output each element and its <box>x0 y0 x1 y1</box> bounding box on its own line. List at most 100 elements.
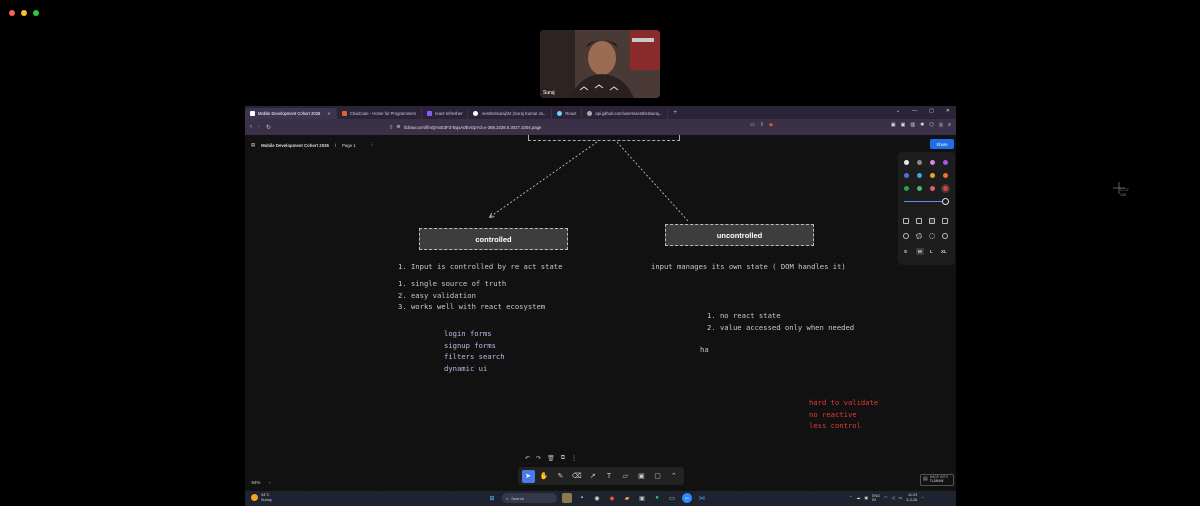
more-actions-icon[interactable]: ⋮ <box>570 456 577 462</box>
menu-icon[interactable]: ≡ <box>948 122 951 128</box>
chevron-right-icon[interactable]: › <box>269 479 271 485</box>
dash-solid-icon[interactable] <box>942 233 948 239</box>
app-tray-icon[interactable]: ▣ <box>864 495 869 500</box>
uncontrolled-points-note[interactable]: 1. no react state 2. value accessed only… <box>707 310 854 333</box>
dash-draw-icon[interactable] <box>903 233 909 239</box>
text-tool-icon[interactable]: T <box>606 472 612 480</box>
tab-github-profile[interactable]: Aesthetisuraj/24 (Suraj Kumar Ja... <box>468 108 553 119</box>
zoom-dot[interactable] <box>33 10 39 16</box>
fill-solid-icon[interactable] <box>929 218 935 224</box>
color-swatch[interactable] <box>917 160 922 165</box>
draw-tool-icon[interactable]: ✎ <box>557 473 564 480</box>
controlled-heading-note[interactable]: 1. Input is controlled by re act state <box>398 262 563 271</box>
tab-react-refresher[interactable]: react-refresher <box>422 108 469 119</box>
color-swatch[interactable] <box>943 173 948 178</box>
hand-tool-icon[interactable]: ✋ <box>539 473 549 480</box>
volume-icon[interactable]: ◁ <box>891 495 895 500</box>
zoom-control[interactable]: 94% › <box>247 477 275 487</box>
vpn-icon[interactable]: ◎ <box>938 122 944 128</box>
minimize-dot[interactable] <box>21 10 27 16</box>
dash-dashed-icon[interactable] <box>916 233 922 239</box>
fill-pattern-icon[interactable] <box>942 218 948 224</box>
windows-start-icon[interactable]: ⊞ <box>489 495 495 502</box>
color-swatch[interactable] <box>930 173 935 178</box>
fill-none-icon[interactable] <box>903 218 909 224</box>
tab-chaicode[interactable]: ChaiCode - Home for Programmers <box>337 108 422 119</box>
file-explorer-icon[interactable]: ▰ <box>624 495 630 502</box>
size-l-button[interactable]: L <box>930 249 933 254</box>
chrome-icon[interactable]: ◉ <box>594 495 600 502</box>
undo-icon[interactable]: ↶ <box>525 456 531 462</box>
color-swatch[interactable] <box>930 160 935 165</box>
extension-icon[interactable]: ▣ <box>890 122 896 128</box>
menu-icon[interactable]: ▤ <box>251 142 256 147</box>
arrow-tool-icon[interactable]: ↗ <box>589 473 596 480</box>
color-swatch[interactable] <box>904 173 909 178</box>
size-m-button[interactable]: M <box>916 248 924 255</box>
notification-bell-icon[interactable]: ◔ <box>921 495 924 500</box>
opacity-slider-knob[interactable] <box>942 198 949 205</box>
more-icon[interactable]: ⋮ <box>369 142 374 147</box>
weather-widget[interactable]: 34°C Sunny <box>251 493 272 502</box>
redo-icon[interactable]: ↷ <box>536 456 542 462</box>
dash-dotted-icon[interactable] <box>929 233 935 239</box>
controlled-points-note[interactable]: 1. single source of truth 2. easy valida… <box>398 278 545 313</box>
color-swatch[interactable] <box>917 173 922 178</box>
reload-icon[interactable]: ↻ <box>266 124 272 131</box>
color-swatch[interactable] <box>917 186 922 191</box>
rectangle-tool-icon[interactable]: ▢ <box>654 473 661 480</box>
tldraw-canvas[interactable]: ▤ Mobile Development Cohort 2026 / Page … <box>245 135 956 491</box>
page-name[interactable]: Page 1 <box>342 142 356 148</box>
eraser-tool-icon[interactable]: ⌫ <box>571 473 582 480</box>
delete-icon[interactable]: 🗑 <box>547 456 555 462</box>
fill-semi-icon[interactable] <box>916 218 922 224</box>
task-view-icon[interactable]: ▪ <box>580 495 584 501</box>
new-tab-button[interactable]: + <box>673 109 677 116</box>
bookmark-icon[interactable]: ▯ <box>390 124 393 129</box>
size-s-button[interactable]: S <box>904 249 908 254</box>
wifi-icon[interactable]: ◠ <box>883 495 888 500</box>
chevron-up-icon[interactable]: ⌃ <box>849 495 853 500</box>
uncontrolled-heading-note[interactable]: input manages its own state ( DOM handle… <box>651 262 846 271</box>
color-swatch[interactable] <box>904 186 909 191</box>
vscode-icon[interactable]: ⋈ <box>699 495 705 502</box>
whatsapp-icon[interactable]: ● <box>655 495 659 501</box>
close-window-icon[interactable]: ✕ <box>945 108 950 114</box>
close-dot[interactable] <box>9 10 15 16</box>
taskbar-search[interactable]: ⌕ Search <box>502 493 557 503</box>
site-info-icon[interactable]: ⚙ <box>396 124 401 129</box>
widget-icon[interactable] <box>562 493 572 503</box>
share-page-icon[interactable]: ⇪ <box>759 122 764 128</box>
back-icon[interactable]: ‹ <box>250 123 252 130</box>
duplicate-icon[interactable]: ⧉ <box>560 455 565 461</box>
tab-github-api[interactable]: api.github.com/users/aesthetisuraj... <box>582 108 669 119</box>
reader-icon[interactable]: ▭ <box>750 122 755 128</box>
url-field[interactable]: ▯ ⚙ tldraw.com/f/mQmxE3FZ-BqsAdEvGpYd=v-… <box>390 122 805 132</box>
color-swatch[interactable] <box>943 186 948 191</box>
close-icon[interactable]: ✕ <box>327 111 331 116</box>
battery-icon[interactable]: ▭ <box>898 495 903 500</box>
sidebar-icon[interactable]: ▥ <box>910 122 916 128</box>
tab-react[interactable]: React <box>552 108 583 119</box>
color-swatch[interactable] <box>930 186 935 191</box>
brave-shield-icon[interactable]: ◆ <box>768 122 773 128</box>
color-swatch[interactable] <box>943 160 948 165</box>
ha-note[interactable]: ha <box>700 345 709 354</box>
color-swatch[interactable] <box>904 160 909 165</box>
select-tool-icon[interactable]: ➤ <box>521 469 535 483</box>
uncontrolled-cons-note[interactable]: hard to validate no reactive less contro… <box>809 397 878 432</box>
shield-icon[interactable]: ⬡ <box>929 122 934 128</box>
parent-box-shape[interactable] <box>528 135 680 141</box>
onedrive-icon[interactable]: ☁ <box>856 495 861 500</box>
extension-icon[interactable]: ▣ <box>900 122 906 128</box>
tab-list-icon[interactable]: ⌄ <box>895 108 901 114</box>
zoom-app-icon[interactable]: zm <box>682 493 692 503</box>
maximize-icon[interactable]: ▢ <box>929 108 934 114</box>
size-xl-button[interactable]: XL <box>941 249 947 254</box>
chevron-up-icon[interactable]: ⌃ <box>670 473 677 480</box>
app-icon[interactable]: ▣ <box>639 495 645 502</box>
share-button[interactable]: Share <box>930 139 954 149</box>
brave-browser-icon[interactable]: ◆ <box>609 495 615 502</box>
